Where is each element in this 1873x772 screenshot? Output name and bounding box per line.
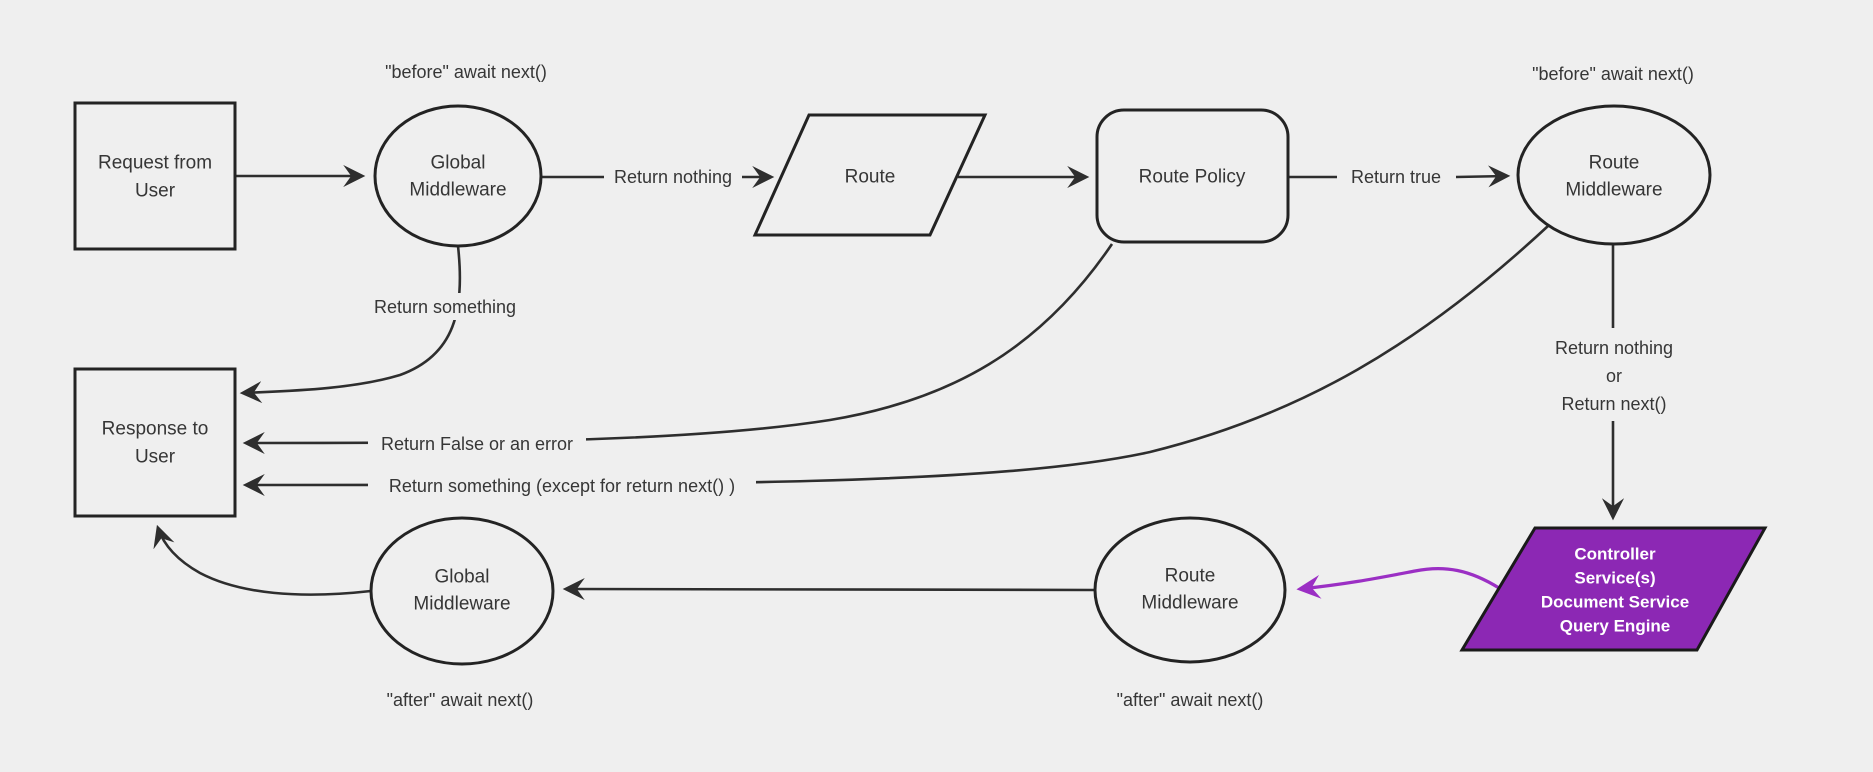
after-await-bottom-left: "after" await next() — [387, 690, 534, 710]
return-nothing-or-line3: Return next() — [1561, 394, 1666, 414]
return-nothing-or-label-bg — [1540, 334, 1688, 416]
node-global-middleware-top: Global Middleware — [373, 104, 543, 248]
after-await-bottom-right: "after" await next() — [1117, 690, 1264, 710]
response-label-line2: User — [135, 447, 176, 468]
global-middleware-bottom-line1: Global — [435, 567, 490, 588]
node-response-to-user: Response to User — [73, 367, 237, 518]
edge-label-to-route-middleware — [1455, 165, 1511, 188]
return-true-text: Return true — [1351, 167, 1441, 187]
route-policy-label: Route Policy — [1139, 167, 1246, 188]
global-middleware-bottom-line2: Middleware — [413, 594, 510, 615]
controller-line4: Query Engine — [1560, 617, 1671, 636]
controller-parallelogram — [1459, 526, 1768, 652]
edge-route-middleware-to-global-middleware — [562, 577, 1096, 601]
node-route: Route — [752, 113, 988, 237]
global-middleware-top-ellipse — [373, 104, 543, 248]
controller-line1: Controller — [1574, 545, 1656, 564]
return-nothing-or-line1: Return nothing — [1555, 338, 1673, 358]
edge-label-return-true: Return true — [1351, 167, 1441, 187]
global-middleware-bottom-ellipse — [369, 516, 555, 666]
route-label: Route — [845, 167, 896, 188]
route-parallelogram — [752, 113, 988, 237]
before-await-top-right: "before" await next() — [1532, 64, 1694, 84]
response-label-line1: Response to — [102, 419, 209, 440]
edge-controller-to-route-middleware-purple — [1296, 567, 1500, 599]
return-something-except-text: Return something (except for return next… — [389, 476, 735, 496]
edge-global-middleware-to-response — [153, 524, 372, 596]
route-middleware-top-line2: Middleware — [1565, 180, 1662, 201]
return-something-except-label-bg — [368, 472, 756, 499]
edge-route-policy-return-false — [242, 243, 1114, 455]
request-label-line2: User — [135, 181, 176, 202]
node-route-middleware-bottom: Route Middleware — [1093, 516, 1287, 664]
return-false-text: Return False or an error — [381, 434, 573, 454]
return-something-text: Return something — [374, 297, 516, 317]
return-nothing-or-line2: or — [1606, 366, 1622, 386]
return-something-label-bg — [360, 293, 530, 320]
node-request-from-user: Request from User — [73, 101, 237, 251]
request-box — [73, 101, 237, 251]
route-middleware-bottom-line1: Route — [1165, 566, 1216, 587]
node-controller-stack: Controller Service(s) Document Service Q… — [1459, 526, 1768, 652]
edge-label-return-nothing-or: Return nothing or Return next() — [1540, 334, 1688, 416]
request-label-line1: Request from — [98, 153, 212, 174]
node-route-policy: Route Policy — [1095, 108, 1290, 244]
node-route-middleware-top: Route Middleware — [1516, 104, 1712, 246]
controller-line3: Document Service — [1541, 593, 1689, 612]
route-middleware-bottom-line2: Middleware — [1141, 593, 1238, 614]
route-middleware-bottom-ellipse — [1093, 516, 1287, 664]
route-middleware-top-line1: Route — [1589, 153, 1640, 174]
edge-label-return-something: Return something — [360, 293, 530, 320]
response-box — [73, 367, 237, 518]
edge-label-return-something-except: Return something (except for return next… — [368, 472, 756, 499]
edge-label-return-nothing-top: Return nothing — [614, 167, 732, 187]
global-middleware-top-line2: Middleware — [409, 180, 506, 201]
controller-line2: Service(s) — [1574, 569, 1655, 588]
route-middleware-top-ellipse — [1516, 104, 1712, 246]
return-false-label-bg — [368, 430, 586, 457]
route-policy-box — [1095, 108, 1290, 244]
return-nothing-top-text: Return nothing — [614, 167, 732, 187]
edge-label-return-false: Return False or an error — [368, 430, 586, 457]
node-global-middleware-bottom: Global Middleware — [369, 516, 555, 666]
global-middleware-top-line1: Global — [431, 153, 486, 174]
before-await-top-left: "before" await next() — [385, 62, 547, 82]
